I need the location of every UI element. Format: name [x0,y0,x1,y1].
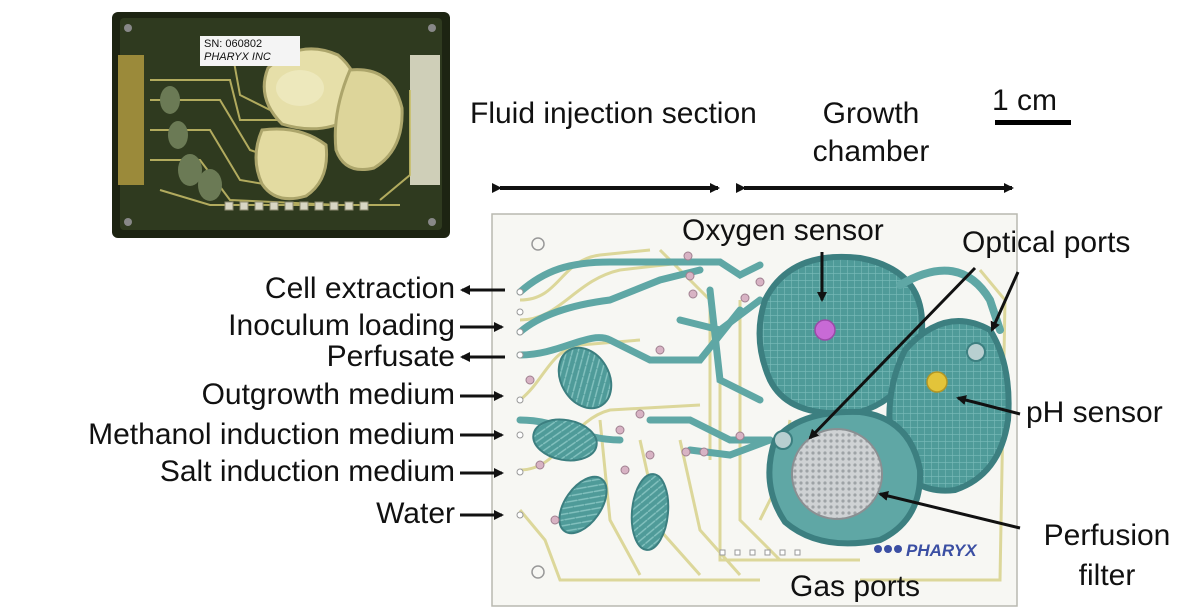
serial-label: SN: 060802 PHARYX INC [200,36,300,66]
port-label-methanol-induction-medium: Methanol induction medium [88,418,455,451]
port-arrows [460,285,505,520]
scale-bar-label: 1 cm [992,84,1058,117]
chip-schematic [491,213,1018,607]
port-label-outgrowth-medium: Outgrowth medium [201,378,455,411]
serial-number: SN: 060802 [204,38,263,50]
callout-optical-ports: Optical ports [962,226,1131,259]
port-label-perfusate: Perfusate [326,340,455,373]
callout-perfusion-filter: Perfusion filter [1043,519,1171,592]
callout-oxygen-sensor: Oxygen sensor [682,214,884,247]
callout-lines [808,252,1021,530]
callout-ph-sensor: pH sensor [1026,396,1163,429]
port-label-cell-extraction: Cell extraction [264,272,455,305]
section-fluid-injection: Fluid injection section [470,97,757,130]
callout-gas-ports: Gas ports [790,570,921,603]
manufacturer-name: PHARYX INC [204,51,271,63]
port-label-inoculum-loading: Inoculum loading [228,309,455,342]
device-photo [112,12,450,238]
logo-text: PHARYX [906,541,978,560]
port-label-salt-induction-medium: Salt induction medium [159,455,455,488]
growth-chambers [756,254,1012,547]
scale-bar [995,120,1071,125]
section-growth-chamber: Growth chamber [812,97,930,168]
photo-chambers [254,47,404,201]
pharyx-logo: PHARYX [874,541,978,560]
port-label-water: Water [376,497,455,530]
